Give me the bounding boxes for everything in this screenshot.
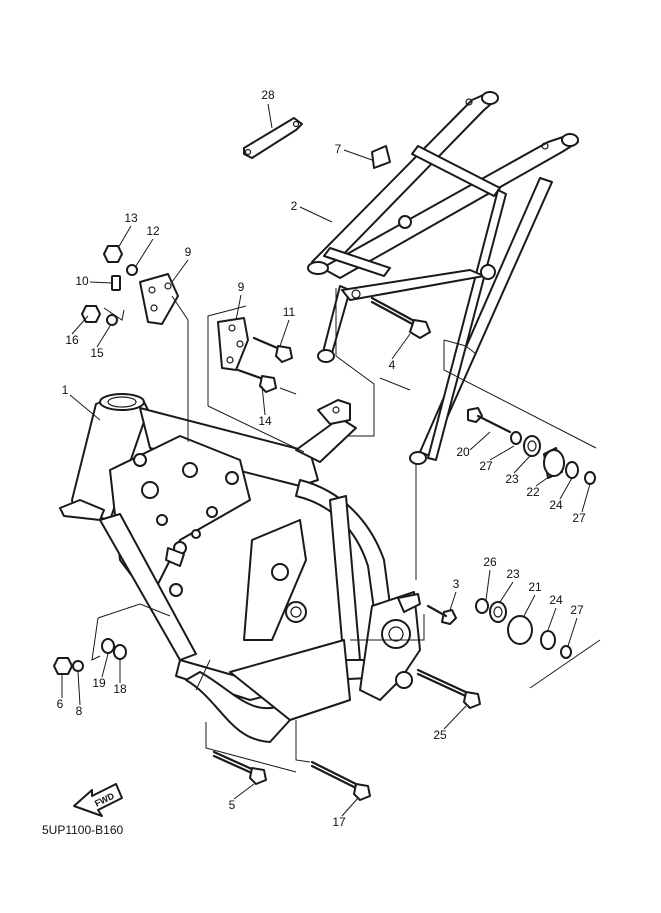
- callout-15: 15: [90, 346, 104, 360]
- small-hardware-upper-left: [81, 245, 138, 326]
- part-9-plate-left: [139, 273, 179, 325]
- callout-24: 24: [549, 593, 563, 607]
- callout-2: 2: [291, 199, 298, 213]
- callout-27: 27: [570, 603, 584, 617]
- callout-25: 25: [433, 728, 447, 742]
- part-17-bolt: [310, 760, 371, 801]
- hardware-group-20-27: [467, 407, 596, 485]
- drawing-code: 5UP1100-B160: [42, 823, 123, 837]
- callout-18: 18: [113, 682, 127, 696]
- part-4-bolt: [370, 296, 431, 339]
- callout-9: 9: [238, 280, 245, 294]
- callout-20: 20: [456, 445, 470, 459]
- callout-8: 8: [76, 704, 83, 718]
- assembly-guide-lines: [91, 288, 601, 773]
- callout-28: 28: [261, 88, 275, 102]
- callout-17: 17: [332, 815, 346, 829]
- callout-1: 1: [62, 383, 69, 397]
- callout-11: 11: [283, 305, 296, 319]
- callout-10: 10: [75, 274, 89, 288]
- callout-7: 7: [335, 142, 342, 156]
- callout-leaders: [61, 103, 591, 817]
- callout-6: 6: [57, 697, 64, 711]
- callout-numbers: 28 7 2 13 12 9 10 9 11 16 15 4 1 14 20 27 23 22 24 27 26 23 3 2…: [57, 88, 586, 829]
- hardware-group-lower: [426, 598, 572, 659]
- callout-5: 5: [229, 798, 236, 812]
- callout-13: 13: [124, 211, 138, 225]
- part-9-plate-right: [217, 317, 249, 371]
- bolts-11-14: [236, 336, 293, 393]
- callout-27: 27: [479, 459, 493, 473]
- callout-21: 21: [528, 580, 542, 594]
- part-5-bolt: [212, 750, 267, 785]
- callout-4: 4: [389, 358, 396, 372]
- callout-19: 19: [92, 676, 106, 690]
- callout-24: 24: [549, 498, 563, 512]
- part-28-clamp: [243, 117, 303, 159]
- callout-12: 12: [146, 224, 160, 238]
- callout-26: 26: [483, 555, 497, 569]
- rear-subframe: [307, 91, 579, 465]
- callout-16: 16: [65, 333, 79, 347]
- callout-23: 23: [506, 567, 520, 581]
- callout-3: 3: [453, 577, 460, 591]
- main-frame: [59, 393, 421, 743]
- callout-27: 27: [572, 511, 586, 525]
- part-25-bolt: [416, 668, 481, 709]
- callout-14: 14: [258, 414, 272, 428]
- callout-22: 22: [526, 485, 540, 499]
- callout-9: 9: [185, 245, 192, 259]
- callout-23: 23: [505, 472, 519, 486]
- hardware-lower-left: [53, 638, 127, 675]
- fwd-direction-arrow: FWD: [73, 783, 123, 817]
